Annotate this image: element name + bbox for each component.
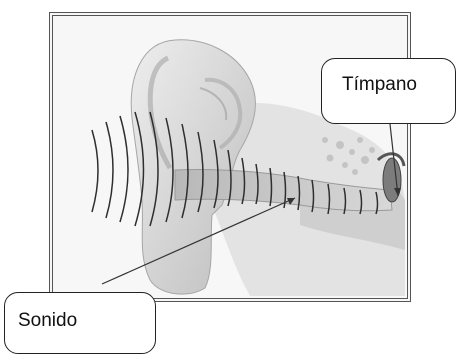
label-timpano-text: Tímpano [342,74,417,95]
label-sonido: Sonido [4,292,156,354]
label-sonido-text: Sonido [18,310,77,331]
label-timpano: Tímpano [321,58,456,124]
